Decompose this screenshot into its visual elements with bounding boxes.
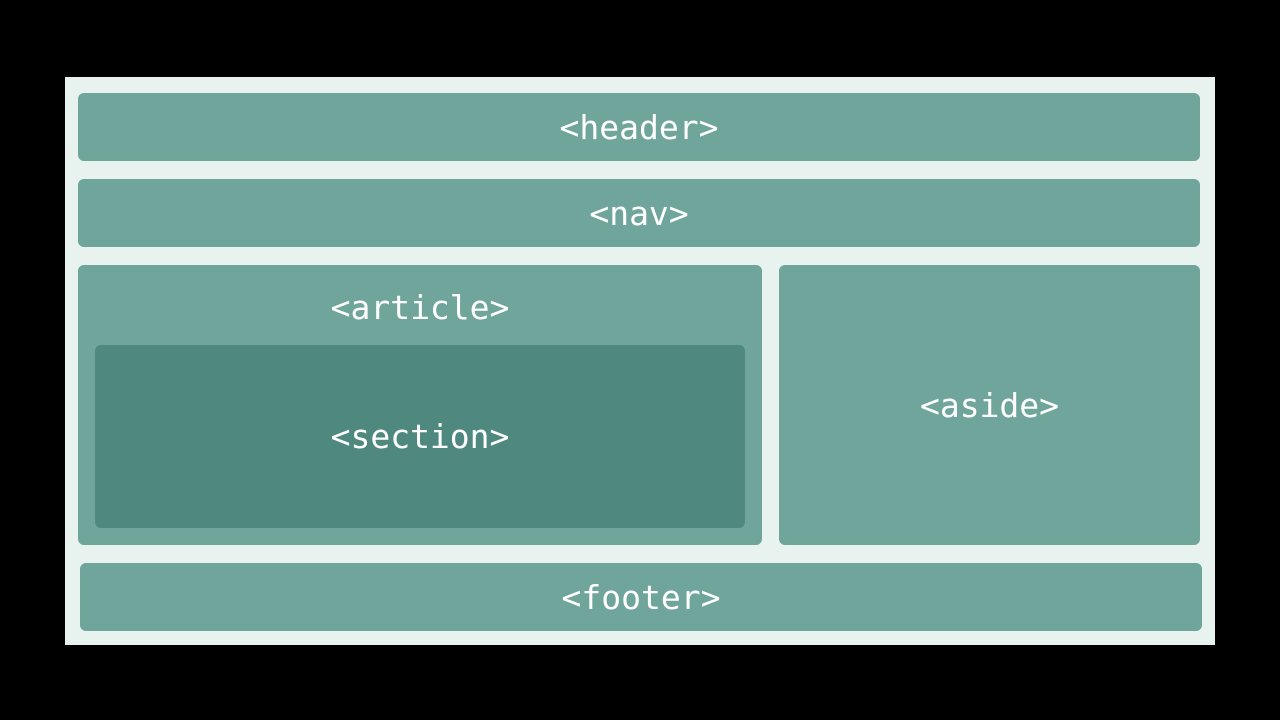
article-block: <article> <section> xyxy=(78,265,762,545)
header-label: <header> xyxy=(559,107,719,147)
nav-label: <nav> xyxy=(589,193,689,233)
layout-diagram: <header> <nav> <article> <section> <asid… xyxy=(65,77,1215,645)
footer-label: <footer> xyxy=(561,577,721,617)
nav-block: <nav> xyxy=(78,179,1200,247)
aside-block: <aside> xyxy=(779,265,1200,545)
footer-block: <footer> xyxy=(80,563,1202,631)
article-label: <article> xyxy=(330,287,510,327)
section-block: <section> xyxy=(95,345,745,528)
section-label: <section> xyxy=(330,417,510,456)
aside-label: <aside> xyxy=(919,385,1060,425)
header-block: <header> xyxy=(78,93,1200,161)
